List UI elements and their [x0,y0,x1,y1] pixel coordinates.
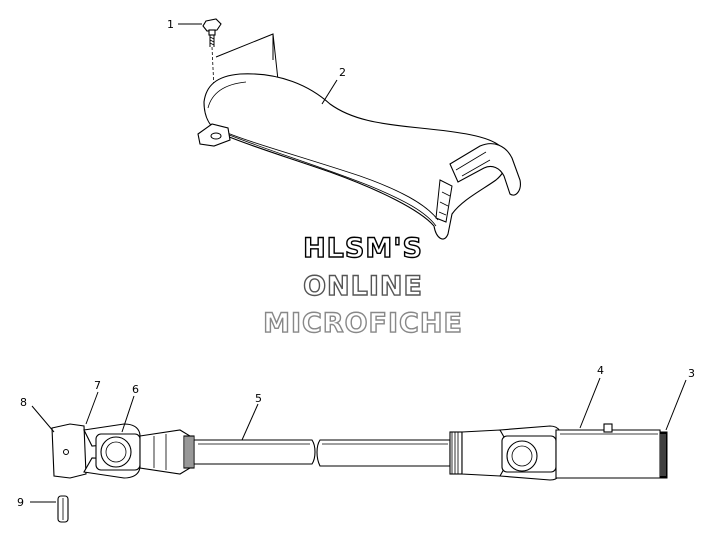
callout-4: 4 [597,364,604,377]
callout-3: 3 [688,367,695,380]
driveshaft [51,423,668,481]
callout-7: 7 [94,379,101,392]
seal-ring [659,431,668,479]
roll-pin [57,495,69,523]
callout-6: 6 [132,383,139,396]
shaft-guard [197,33,521,240]
callout-2: 2 [339,66,346,79]
watermark-line-3: MICROFICHE [263,308,463,339]
watermark-line-1: HLSM'S [303,233,423,264]
callout-1: 1 [167,18,174,31]
callout-9: 9 [17,496,24,509]
callout-8: 8 [20,396,27,409]
watermark-line-2: ONLINE [303,271,423,302]
callout-5: 5 [255,392,262,405]
leader-lines [30,23,687,503]
